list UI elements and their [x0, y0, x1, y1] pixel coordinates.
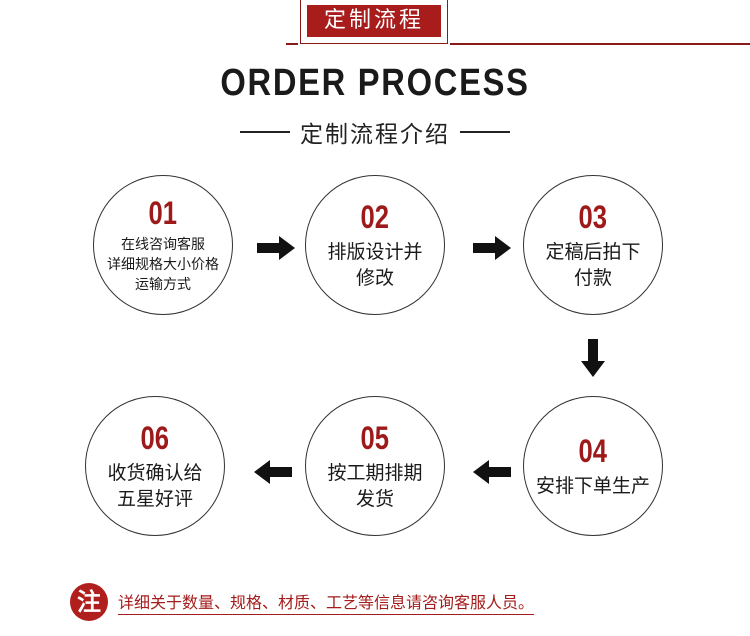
step-text: 定稿后拍下 付款: [545, 241, 641, 289]
step-05: 05 按工期排期 发货: [305, 396, 445, 536]
arrow-down-icon: [581, 339, 605, 377]
step-06: 06 收货确认给 五星好评: [85, 396, 225, 536]
step-04: 04 安排下单生产: [523, 396, 663, 536]
subheading-dash-left: [240, 131, 290, 133]
header-rule-right: [450, 43, 750, 45]
subheading-dash-right: [460, 131, 510, 133]
note: 注 详细关于数量、规格、材质、工艺等信息请咨询客服人员。: [70, 583, 535, 621]
step-number: 05: [360, 420, 390, 456]
page-subheading: 定制流程介绍: [0, 115, 750, 149]
title-badge-frame: 定制流程: [300, 0, 448, 44]
arrow-right-icon: [473, 236, 511, 260]
subheading-text: 定制流程介绍: [300, 122, 450, 148]
step-02: 02 排版设计并 修改: [305, 175, 445, 315]
arrow-left-icon: [473, 460, 511, 484]
step-01: 01 在线咨询客服 详细规格大小价格 运输方式: [93, 175, 233, 315]
step-number: 03: [578, 199, 608, 235]
step-number: 01: [148, 195, 178, 231]
step-number: 02: [360, 199, 390, 235]
step-text: 在线咨询客服 详细规格大小价格 运输方式: [107, 237, 219, 293]
step-text: 收货确认给 五星好评: [107, 462, 203, 510]
header-rule-left: [286, 43, 298, 45]
step-text: 按工期排期 发货: [327, 462, 423, 510]
note-badge: 注: [70, 583, 108, 621]
step-text: 排版设计并 修改: [327, 241, 423, 289]
step-text: 安排下单生产: [535, 475, 650, 497]
arrow-right-icon: [257, 236, 295, 260]
arrow-left-icon: [254, 460, 292, 484]
step-number: 04: [578, 433, 608, 469]
step-03: 03 定稿后拍下 付款: [523, 175, 663, 315]
page-heading: ORDER PROCESS: [220, 62, 530, 104]
step-number: 06: [140, 420, 170, 456]
note-text: 详细关于数量、规格、材质、工艺等信息请咨询客服人员。: [118, 589, 535, 615]
title-badge: 定制流程: [307, 5, 441, 37]
